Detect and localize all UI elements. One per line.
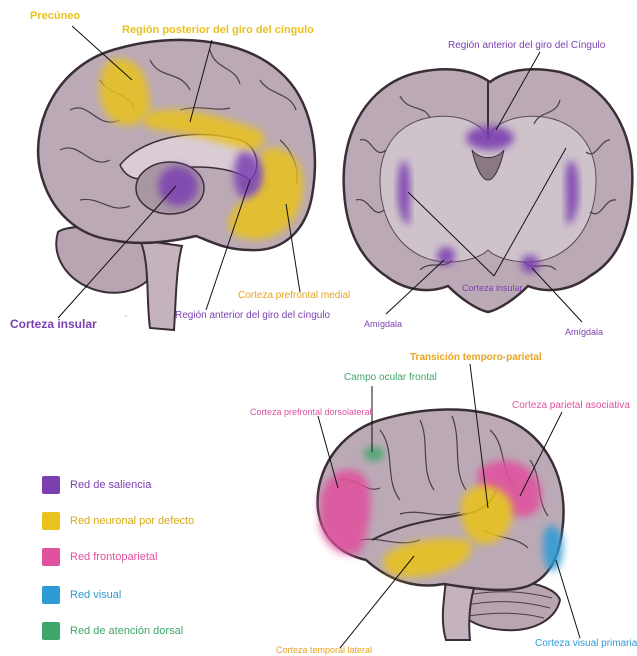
legend-label: Red visual — [70, 589, 121, 601]
legend-label: Red frontoparietal — [70, 551, 157, 563]
label-amigdala-left: Amígdala — [364, 318, 402, 330]
label-corteza-insular-sagittal: Corteza insular — [10, 318, 97, 330]
legend-item-dorsal-attention: Red de atención dorsal — [42, 622, 262, 642]
legend-label: Red neuronal por defecto — [70, 515, 194, 527]
label-temporal-lateral: Corteza temporal lateral — [276, 644, 372, 656]
legend-item-default-mode: Red neuronal por defecto — [42, 512, 262, 532]
legend-item-visual: Red visual — [42, 586, 262, 606]
dlpfc-highlight — [320, 469, 371, 554]
label-corteza-insular-coronal: Corteza insular — [462, 282, 523, 294]
legend-swatch — [42, 622, 60, 640]
label-cingulo-anterior-sagittal: Región anterior del giro del cíngulo — [175, 310, 330, 322]
frontal-eye-field-highlight — [364, 447, 384, 461]
label-prefrontal-dorsolateral: Corteza prefrontal dorsolateral — [250, 406, 372, 418]
legend-swatch — [42, 476, 60, 494]
legend-swatch — [42, 548, 60, 566]
legend-item-salience: Red de saliencia — [42, 476, 262, 496]
stray-mark: ~ — [124, 314, 128, 320]
label-transicion-temporo-parietal: Transición temporo-parietal — [410, 352, 542, 364]
anterior-cingulate-coronal-highlight — [466, 126, 514, 150]
legend-label: Red de atención dorsal — [70, 625, 183, 637]
legend-label: Red de saliencia — [70, 479, 151, 491]
sagittal-medial-brain — [38, 26, 315, 330]
label-parietal-asociativa: Corteza parietal asociativa — [512, 400, 630, 412]
label-amigdala-right: Amígdala — [565, 326, 603, 338]
label-precuneo: Precúneo — [30, 10, 80, 22]
label-prefrontal-medial: Corteza prefrontal medial — [238, 290, 350, 302]
legend-item-frontoparietal: Red frontoparietal — [42, 548, 262, 568]
primary-visual-highlight — [543, 526, 563, 571]
label-campo-ocular-frontal: Campo ocular frontal — [344, 372, 437, 384]
legend-swatch — [42, 512, 60, 530]
label-cingulo-posterior: Región posterior del giro del cíngulo — [122, 24, 314, 36]
label-visual-primaria: Corteza visual primaria — [535, 638, 637, 650]
label-cingulo-anterior-coronal: Región anterior del giro del Cíngulo — [448, 40, 605, 52]
amygdala-left-highlight — [437, 247, 455, 265]
legend-swatch — [42, 586, 60, 604]
amygdala-right-highlight — [521, 255, 539, 273]
